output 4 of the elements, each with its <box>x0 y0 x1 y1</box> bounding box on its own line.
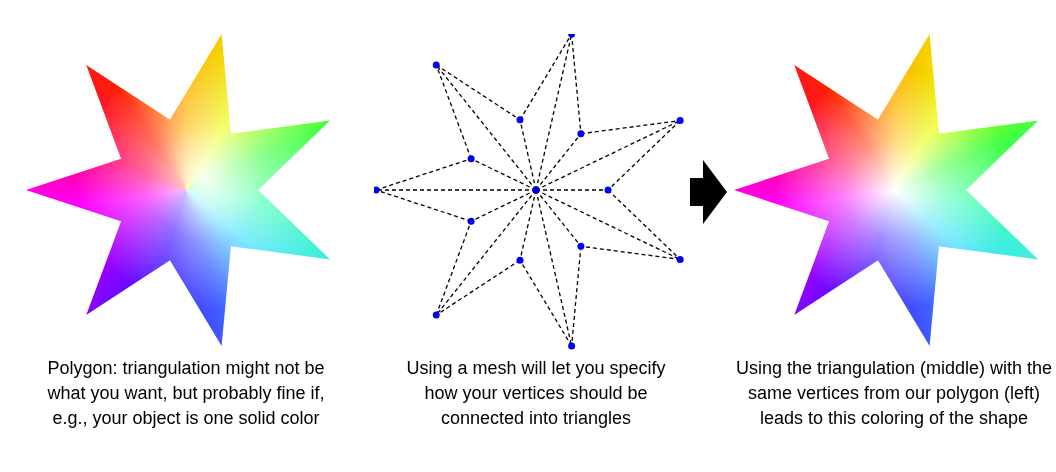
node-label: Using a mesh will let you specify how your vertices should be connected into triangles <box>405 357 667 430</box>
node-label: Polygon: triangulation might not be what you want, but probably fine if, e.g., your object is one solid color <box>46 357 326 430</box>
arrow <box>690 160 727 224</box>
node-label: Using the triangulation (middle) with the same vertices from our polygon (left) leads to this coloring of the shape <box>734 357 1054 430</box>
